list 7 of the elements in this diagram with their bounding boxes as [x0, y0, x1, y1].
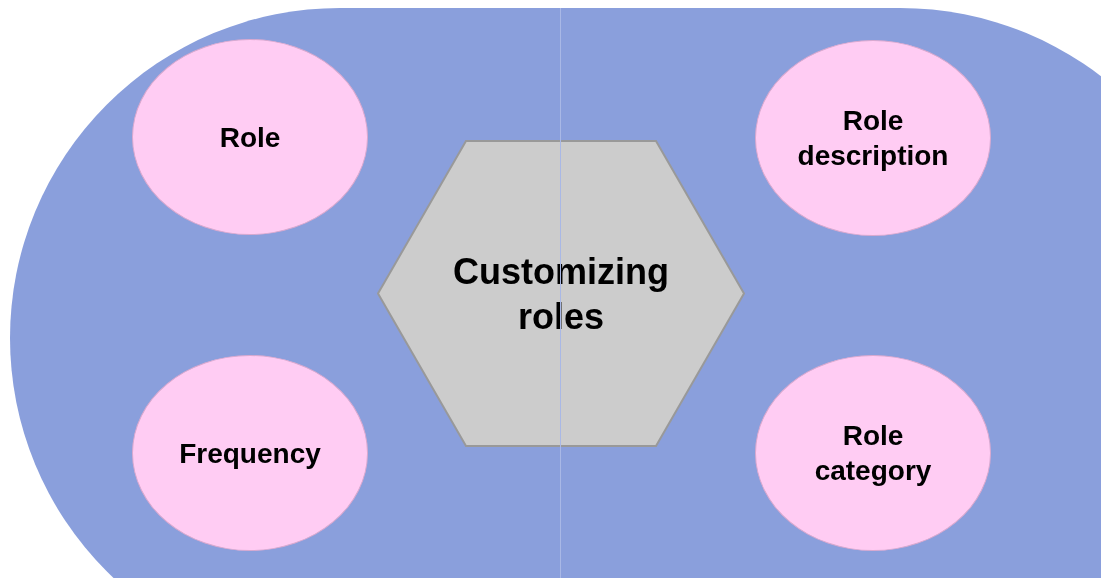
rounded-panel	[10, 8, 1101, 578]
node-label: Role category	[813, 419, 933, 488]
node-label: Role description	[796, 104, 950, 173]
node-label: Role	[218, 120, 282, 155]
node-label: Customizing roles	[452, 249, 670, 339]
hexagon	[377, 140, 745, 447]
node-label: Frequency	[178, 436, 322, 471]
